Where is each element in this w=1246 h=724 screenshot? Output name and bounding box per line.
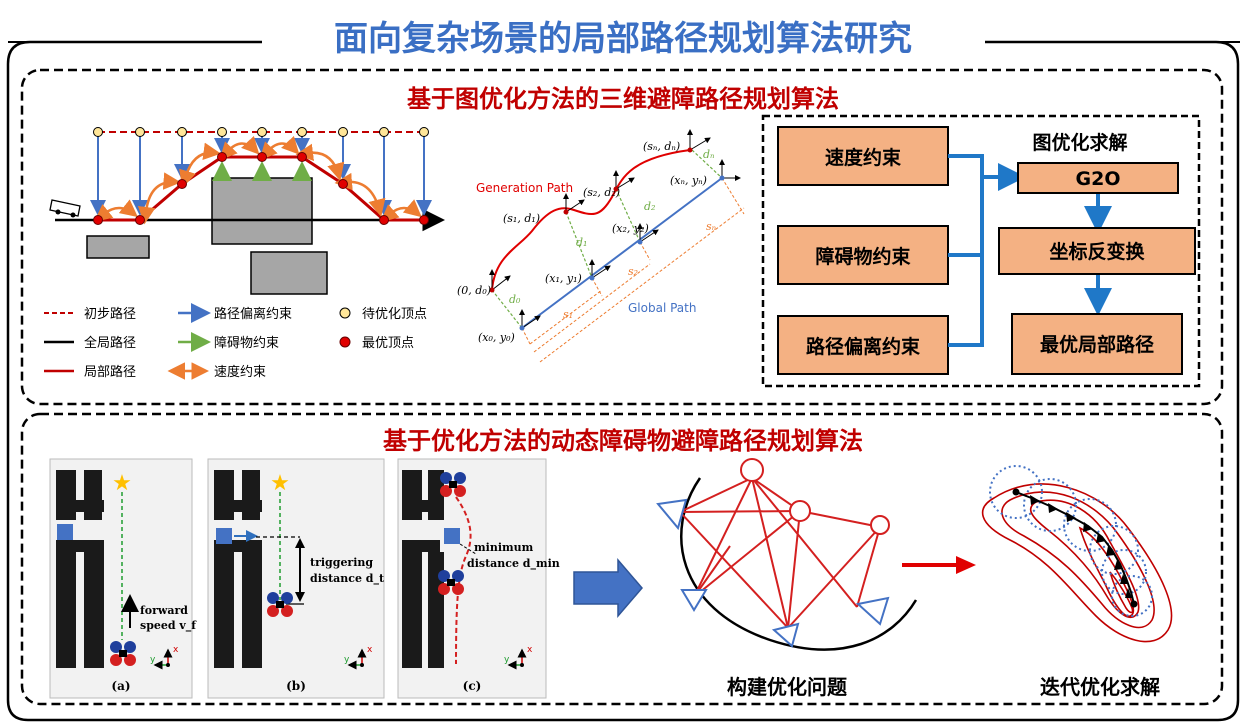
g2o-box [1017,162,1179,194]
section2-frame [20,412,1224,706]
global-path-label: Global Path [628,301,696,315]
drone-icon [110,641,136,666]
panel-a-label: (a) [111,679,130,693]
legend-local-path: 局部路径 [84,364,136,380]
section2-title: 基于优化方法的动态障碍物避障路径规划算法 [383,427,863,455]
d-label: d₀ [509,293,521,306]
panel-b: ★ triggering distance d_t x y (b) [207,458,385,699]
inverse-transform-box [998,227,1196,275]
iterative-solution-contour [981,465,1173,643]
d-label: d₁ [576,236,587,249]
legend-speed: 速度约束 [214,364,266,380]
drone-icon [440,472,466,497]
coord-label: (xₙ, yₙ) [670,174,707,187]
legend-obstacle: 障碍物约束 [214,336,279,351]
obstacle-constraint-label: 障碍物约束 [815,245,911,268]
panel-a-text2: speed v_f [140,619,197,633]
panel-b-text2: distance d_t [310,572,385,586]
axis-y-label: y [150,655,156,665]
section1-frame [20,68,1224,406]
panel-a-text1: forward [140,604,188,617]
speed-constraint-label: 速度约束 [825,146,902,169]
iterate-arrow-icon [956,556,976,574]
optimization-graph [656,458,918,651]
coord-label: (s₁, d₁) [503,212,540,225]
page-title: 面向复杂场景的局部路径规划算法研究 [334,19,912,59]
generation-path-label: Generation Path [476,181,573,195]
iterative-solve-label: 迭代优化求解 [1040,675,1160,699]
global-path-line [521,177,723,329]
obstacle-constraint-box [777,225,949,285]
panel-c: minimum distance d_min x y (c) [397,458,560,699]
frenet-diagram: Generation Path Global Path (sₙ, dₙ) (s₂… [457,129,745,363]
obstacle-box [250,251,328,295]
path-optimization-diagram [49,127,445,295]
axis-x-label: x [527,645,533,655]
constraint-flowchart: 速度约束 障碍物约束 路径偏离约束 图优化求解 G2O 坐标反变换 最优局部路径 [761,114,1201,388]
coord-label: (s₂, d₂) [583,186,620,199]
goal-star-icon: ★ [270,471,290,496]
legend-deviation: 路径偏离约束 [214,306,292,322]
drone-icon [267,592,293,617]
coord-label: (sₙ, dₙ) [643,140,680,153]
d-label: dₙ [703,148,715,161]
build-problem-label: 构建优化问题 [727,675,848,699]
s-label: s₂ [628,265,638,278]
vehicle-icon [49,199,81,218]
coord-label: (0, d₀) [457,284,491,297]
coord-label: (x₀, y₀) [478,331,515,344]
drone-icon [438,570,464,595]
g2o-label: G2O [1076,168,1121,190]
panel-a: ★ forward speed v_f x y (a) [49,458,197,699]
legend-optimal: 最优顶点 [362,336,414,351]
axis-x-label: x [173,645,179,655]
s-label: sₙ [706,220,716,233]
coord-label: (x₁, y₁) [545,272,582,285]
coord-label: (x₂, y₂) [612,222,649,235]
axis-x-label: x [367,645,373,655]
axis-y-label: y [344,655,350,665]
d-label: d₂ [644,200,655,213]
legend-to-optimize: 待优化顶点 [362,307,427,322]
panel-c-label: (c) [463,679,482,693]
legend-initial-path: 初步路径 [84,306,136,322]
deviation-constraint-label: 路径偏离约束 [806,335,921,358]
flowchart-frame [761,114,1201,388]
next-step-arrow [573,557,643,619]
section1-title: 基于图优化方法的三维避障路径规划算法 [407,85,839,113]
axis-y-label: y [504,655,510,665]
legend-global-path: 全局路径 [84,335,136,351]
graph-optimization-title: 图优化求解 [1032,131,1127,154]
optimal-path-label: 最优局部路径 [1040,333,1154,356]
panel-c-text2: distance d_min [467,557,560,571]
panel-c-text1: minimum [474,541,534,554]
legend: 初步路径 全局路径 局部路径 路径偏离约束 障碍物约束 速度约束 待优化顶点 最… [44,303,427,380]
obstacle-box [211,177,313,245]
obstacle-box [86,235,150,259]
deviation-constraint-box [777,315,949,375]
generation-path-line [491,149,691,291]
optimal-path-box [1011,313,1183,375]
panel-b-label: (b) [286,679,306,693]
goal-star-icon: ★ [112,471,132,496]
s-label: s₁ [563,308,573,321]
outer-frame [6,40,1240,722]
inverse-transform-label: 坐标反变换 [1049,240,1145,263]
panel-b-text1: triggering [310,556,373,569]
